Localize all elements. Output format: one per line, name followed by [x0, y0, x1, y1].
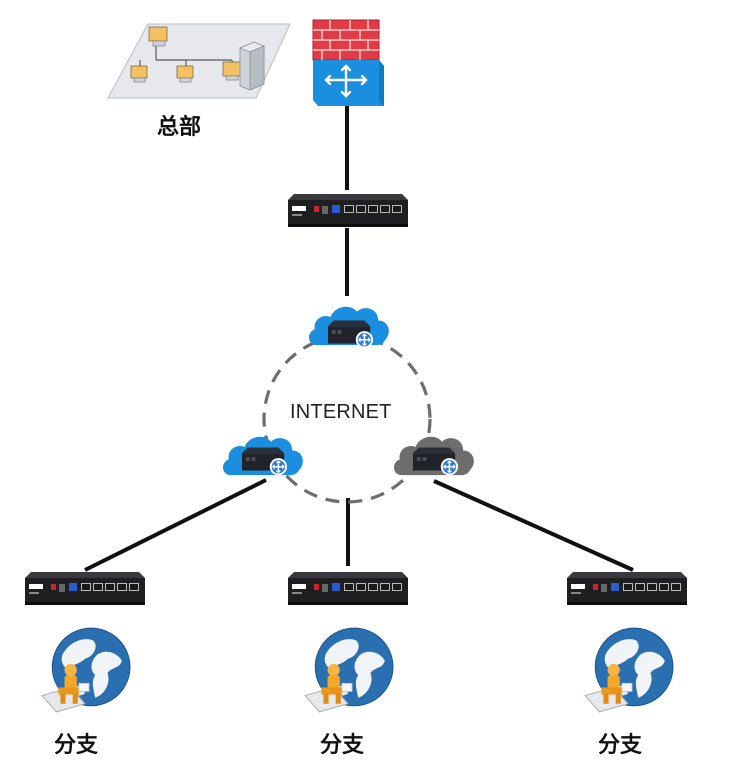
branch-label-center: 分支 [320, 733, 365, 758]
link-right-branch [433, 479, 634, 572]
branch-router-left [25, 572, 145, 605]
link-left-branch [84, 478, 267, 572]
globe-user-icon-left [41, 627, 131, 713]
link-lines [84, 104, 634, 572]
cloud-router-icon-left [223, 436, 303, 477]
branch-label-left: 分支 [54, 733, 99, 758]
globe-user-icon-center [304, 627, 394, 713]
branch-label-right: 分支 [598, 733, 643, 758]
globe-user-icon-right [584, 627, 674, 713]
hq-label: 总部 [157, 114, 201, 140]
cloud-router-icon-top [309, 306, 389, 350]
branch-router-right [567, 572, 687, 605]
router-device-icon [288, 194, 408, 227]
cloud-router-icon-right [394, 436, 474, 477]
branch-router-center [288, 572, 408, 605]
firewall-router-icon [312, 19, 384, 106]
office-network-icon [107, 23, 291, 99]
internet-label: INTERNET [290, 401, 392, 423]
internet-ring [262, 334, 432, 504]
